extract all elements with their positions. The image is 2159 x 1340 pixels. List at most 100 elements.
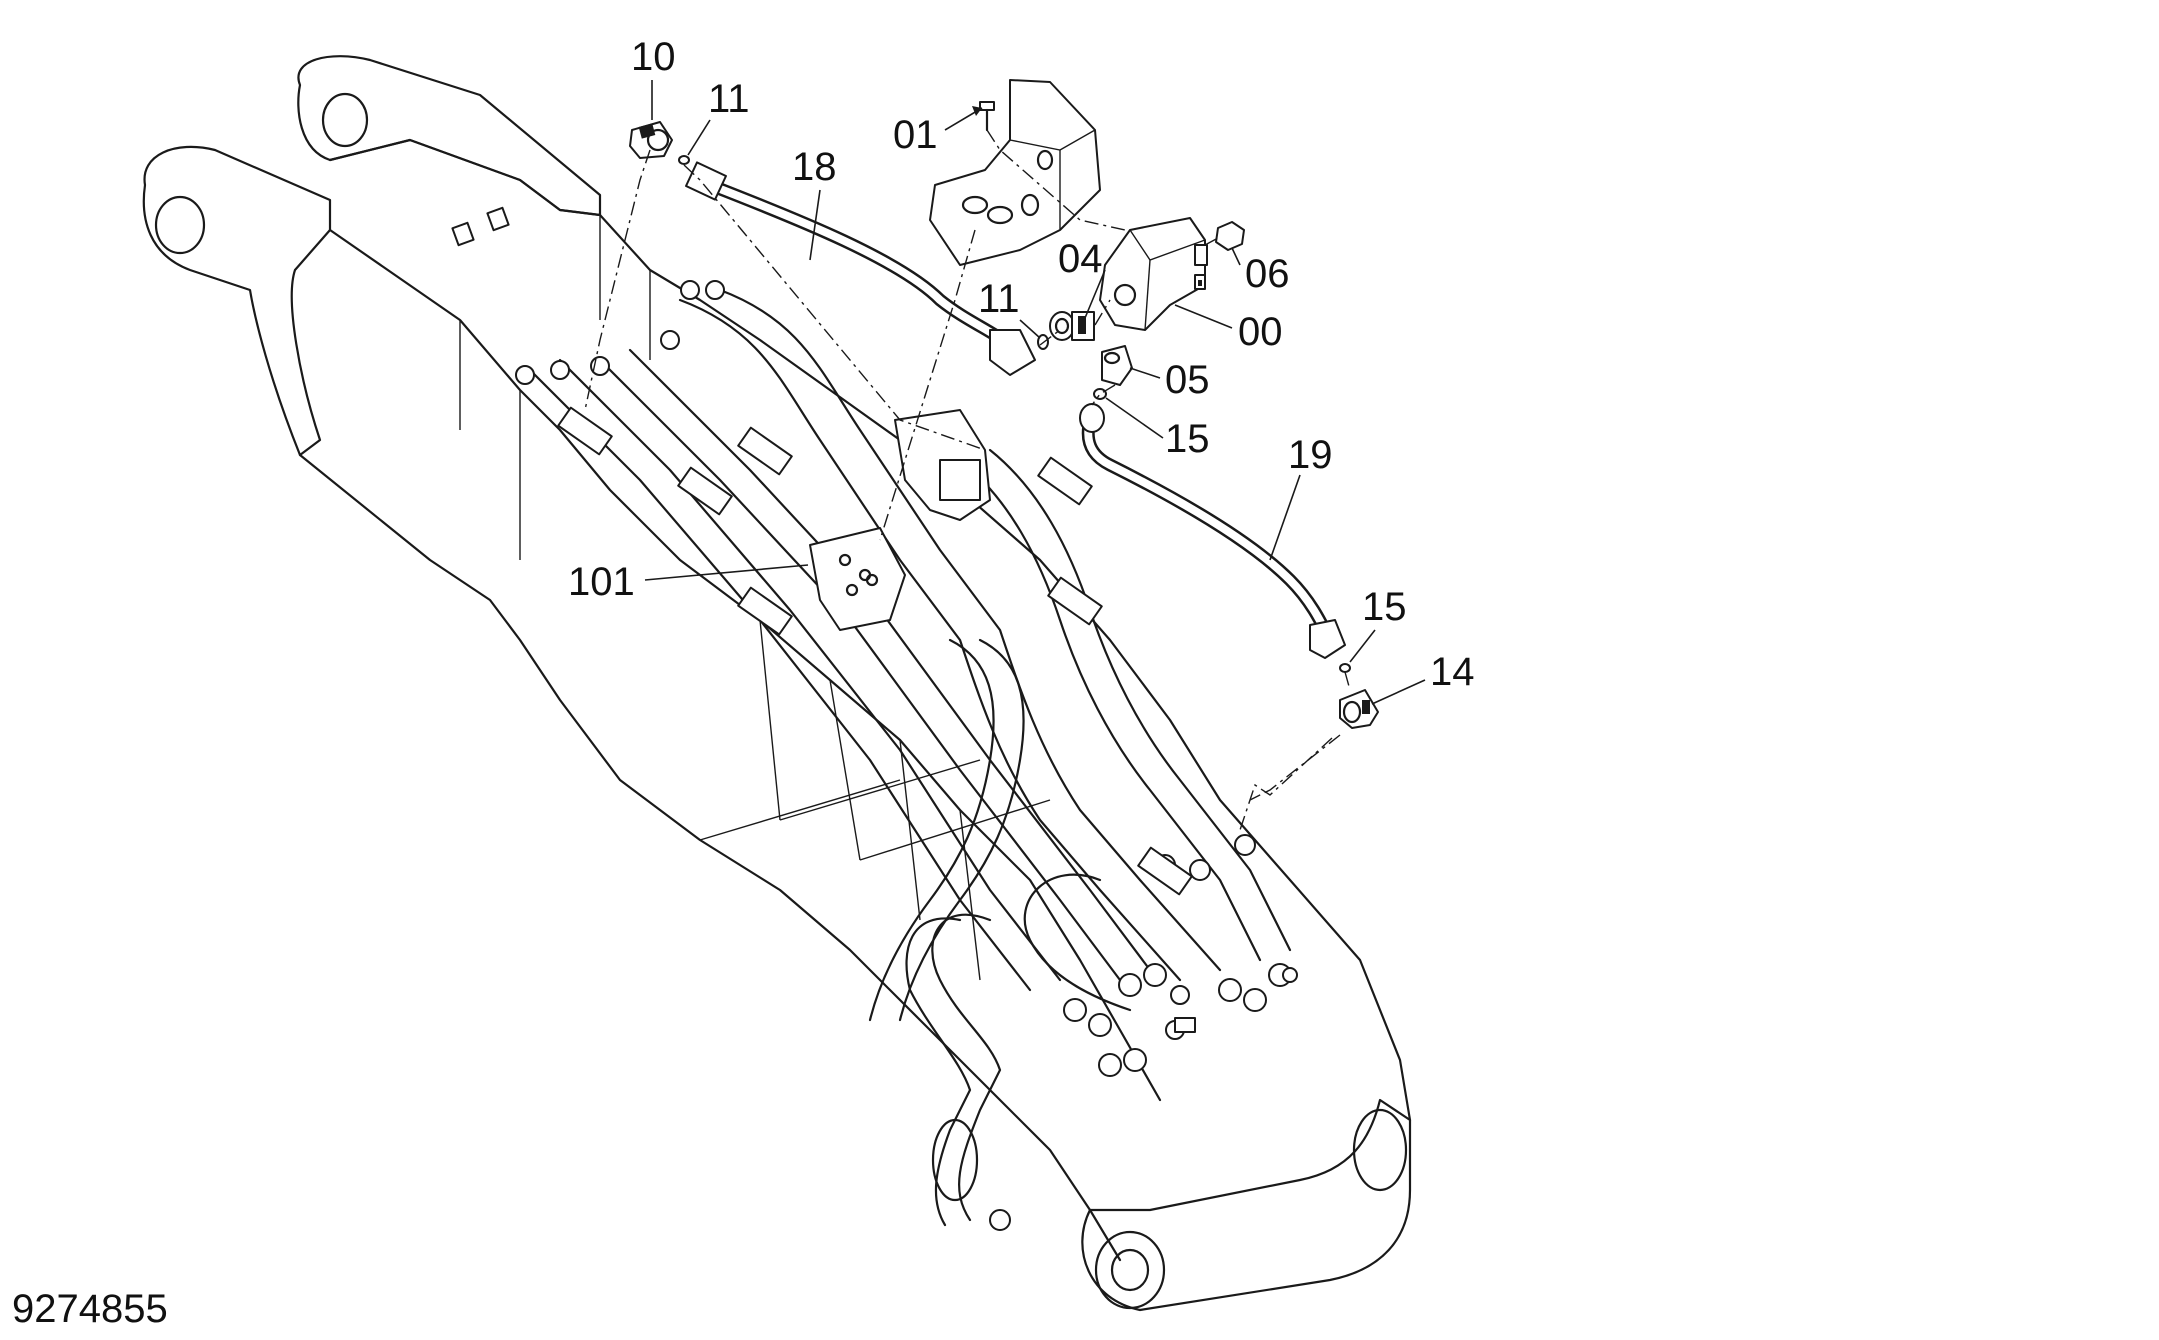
- part-06-nut: [1215, 221, 1245, 251]
- fitting-7: [1063, 998, 1087, 1022]
- centerline-part-14-to-boom: [1239, 737, 1333, 831]
- boom-pipe-6: [718, 288, 1222, 972]
- boom-nose-pin-inner: [1110, 1248, 1150, 1292]
- boom-nose: [1081, 1098, 1412, 1312]
- part-15-oring-lower: [1339, 663, 1351, 673]
- callout-05: 05: [1165, 358, 1210, 402]
- boom-bottom-flange: [298, 453, 1122, 1262]
- fitting-10: [1143, 963, 1167, 987]
- callout-15-upper: 15: [1165, 417, 1210, 461]
- centerline-bracket: [879, 229, 976, 541]
- boom-hose-bend: [931, 1118, 979, 1202]
- boom-pipe-8: [988, 448, 1292, 952]
- boom-hose-loop-2: [931, 913, 1002, 1222]
- fitting-4: [660, 330, 680, 350]
- callout-labels: 10 11 18 01 04 06 11 00 05 15 19 101 15 …: [568, 35, 1475, 694]
- callout-14: 14: [1430, 650, 1475, 694]
- boom-valve-port: [939, 459, 981, 501]
- fitting-21: [1189, 859, 1211, 881]
- part-05-fitting: [1101, 345, 1133, 386]
- fitting-22: [1234, 834, 1256, 856]
- exploded-parts: [629, 79, 1379, 729]
- valve-bracket: [929, 79, 1101, 266]
- boom-pipe-10: [898, 638, 1025, 1022]
- boom-pad-1: [451, 221, 475, 247]
- boom-pipe-4: [628, 348, 1152, 972]
- callout-04: 04: [1058, 237, 1103, 281]
- fitting-1: [515, 365, 535, 385]
- boom-pivot-hole-lower: [154, 195, 206, 255]
- part-11-oring-upper: [678, 155, 690, 165]
- clamp-7: [1137, 846, 1193, 896]
- centerline-part-05: [1091, 384, 1116, 406]
- boom-nose-pin-hole: [1094, 1230, 1166, 1310]
- boom-interior-frame: [459, 215, 981, 981]
- fitting-18: [1170, 985, 1190, 1005]
- fitting-19: [989, 1209, 1011, 1231]
- fitting-9: [1118, 973, 1142, 997]
- fitting-11: [1218, 978, 1242, 1002]
- centerline-bolt: [986, 129, 1126, 231]
- boom-pipe-bundle: [515, 280, 1298, 1231]
- callout-11-middle: 11: [978, 277, 1020, 321]
- plate-101-hole-1: [838, 553, 852, 567]
- mounting-plate-101: [809, 527, 906, 631]
- part-14-elbow: [1339, 689, 1379, 729]
- fitting-8: [1088, 1013, 1112, 1037]
- callout-06: 06: [1245, 252, 1290, 296]
- callout-15-lower: 15: [1362, 585, 1407, 629]
- fitting-6: [705, 280, 725, 300]
- boom-rear-lug-upper: [297, 55, 602, 217]
- callout-01: 01: [893, 113, 938, 157]
- fitting-14: [1282, 967, 1298, 983]
- boom-pipe-9: [868, 638, 995, 1022]
- part-19-hose: [1079, 403, 1346, 659]
- fitting-2: [550, 360, 570, 380]
- boom-fittings: [515, 280, 1298, 1231]
- leader-lines: [644, 80, 1426, 705]
- part-01-bolt: [979, 101, 995, 132]
- centerline-part-14: [1249, 671, 1351, 801]
- callout-101: 101: [568, 560, 635, 604]
- boom-pad-2: [486, 206, 510, 232]
- small-tag: [1174, 1017, 1196, 1033]
- boom-hose-loop: [1023, 873, 1132, 1012]
- clamp-4: [737, 586, 793, 636]
- callout-11-upper: 11: [708, 77, 750, 121]
- part-00-valve: [1099, 217, 1208, 331]
- centerline-part-11-18: [683, 164, 986, 451]
- boom-hose-loop-3: [905, 917, 972, 1227]
- clamp-3: [737, 426, 793, 476]
- boom-nose-cylinder-end: [1352, 1108, 1408, 1192]
- fitting-15: [1098, 1053, 1122, 1077]
- plate-101-hole-4: [865, 573, 879, 587]
- boom-pipe-5: [678, 298, 1182, 982]
- centerline-valve: [1039, 237, 1219, 346]
- plate-101-hole-3: [845, 583, 859, 597]
- boom-side-edge: [328, 228, 1162, 1102]
- callout-19: 19: [1288, 433, 1333, 477]
- part-10-elbow-fitting: [629, 121, 673, 159]
- part-15-oring-upper: [1093, 388, 1107, 400]
- fitting-16: [1123, 1048, 1147, 1072]
- part-18-hose: [685, 161, 1036, 376]
- clamp-2: [677, 466, 733, 516]
- fitting-5: [680, 280, 700, 300]
- boom-pipe-2: [558, 358, 1062, 982]
- boom-cross-brace: [699, 759, 1051, 861]
- boom-pipe-3: [598, 358, 1122, 982]
- assembly-centerlines: [584, 129, 1351, 831]
- drawing-number: 9274855: [12, 1287, 168, 1331]
- boom-pivot-hole-upper: [321, 92, 369, 148]
- callout-00: 00: [1238, 310, 1283, 354]
- fitting-12: [1243, 988, 1267, 1012]
- boom-rear-lug-lower: [142, 145, 332, 457]
- boom-pipe-7: [958, 458, 1262, 962]
- clamp-5: [1037, 456, 1093, 506]
- callout-10: 10: [631, 35, 676, 79]
- part-04-adapter: [1049, 311, 1095, 341]
- callout-18: 18: [792, 145, 837, 189]
- clamp-1: [557, 406, 613, 456]
